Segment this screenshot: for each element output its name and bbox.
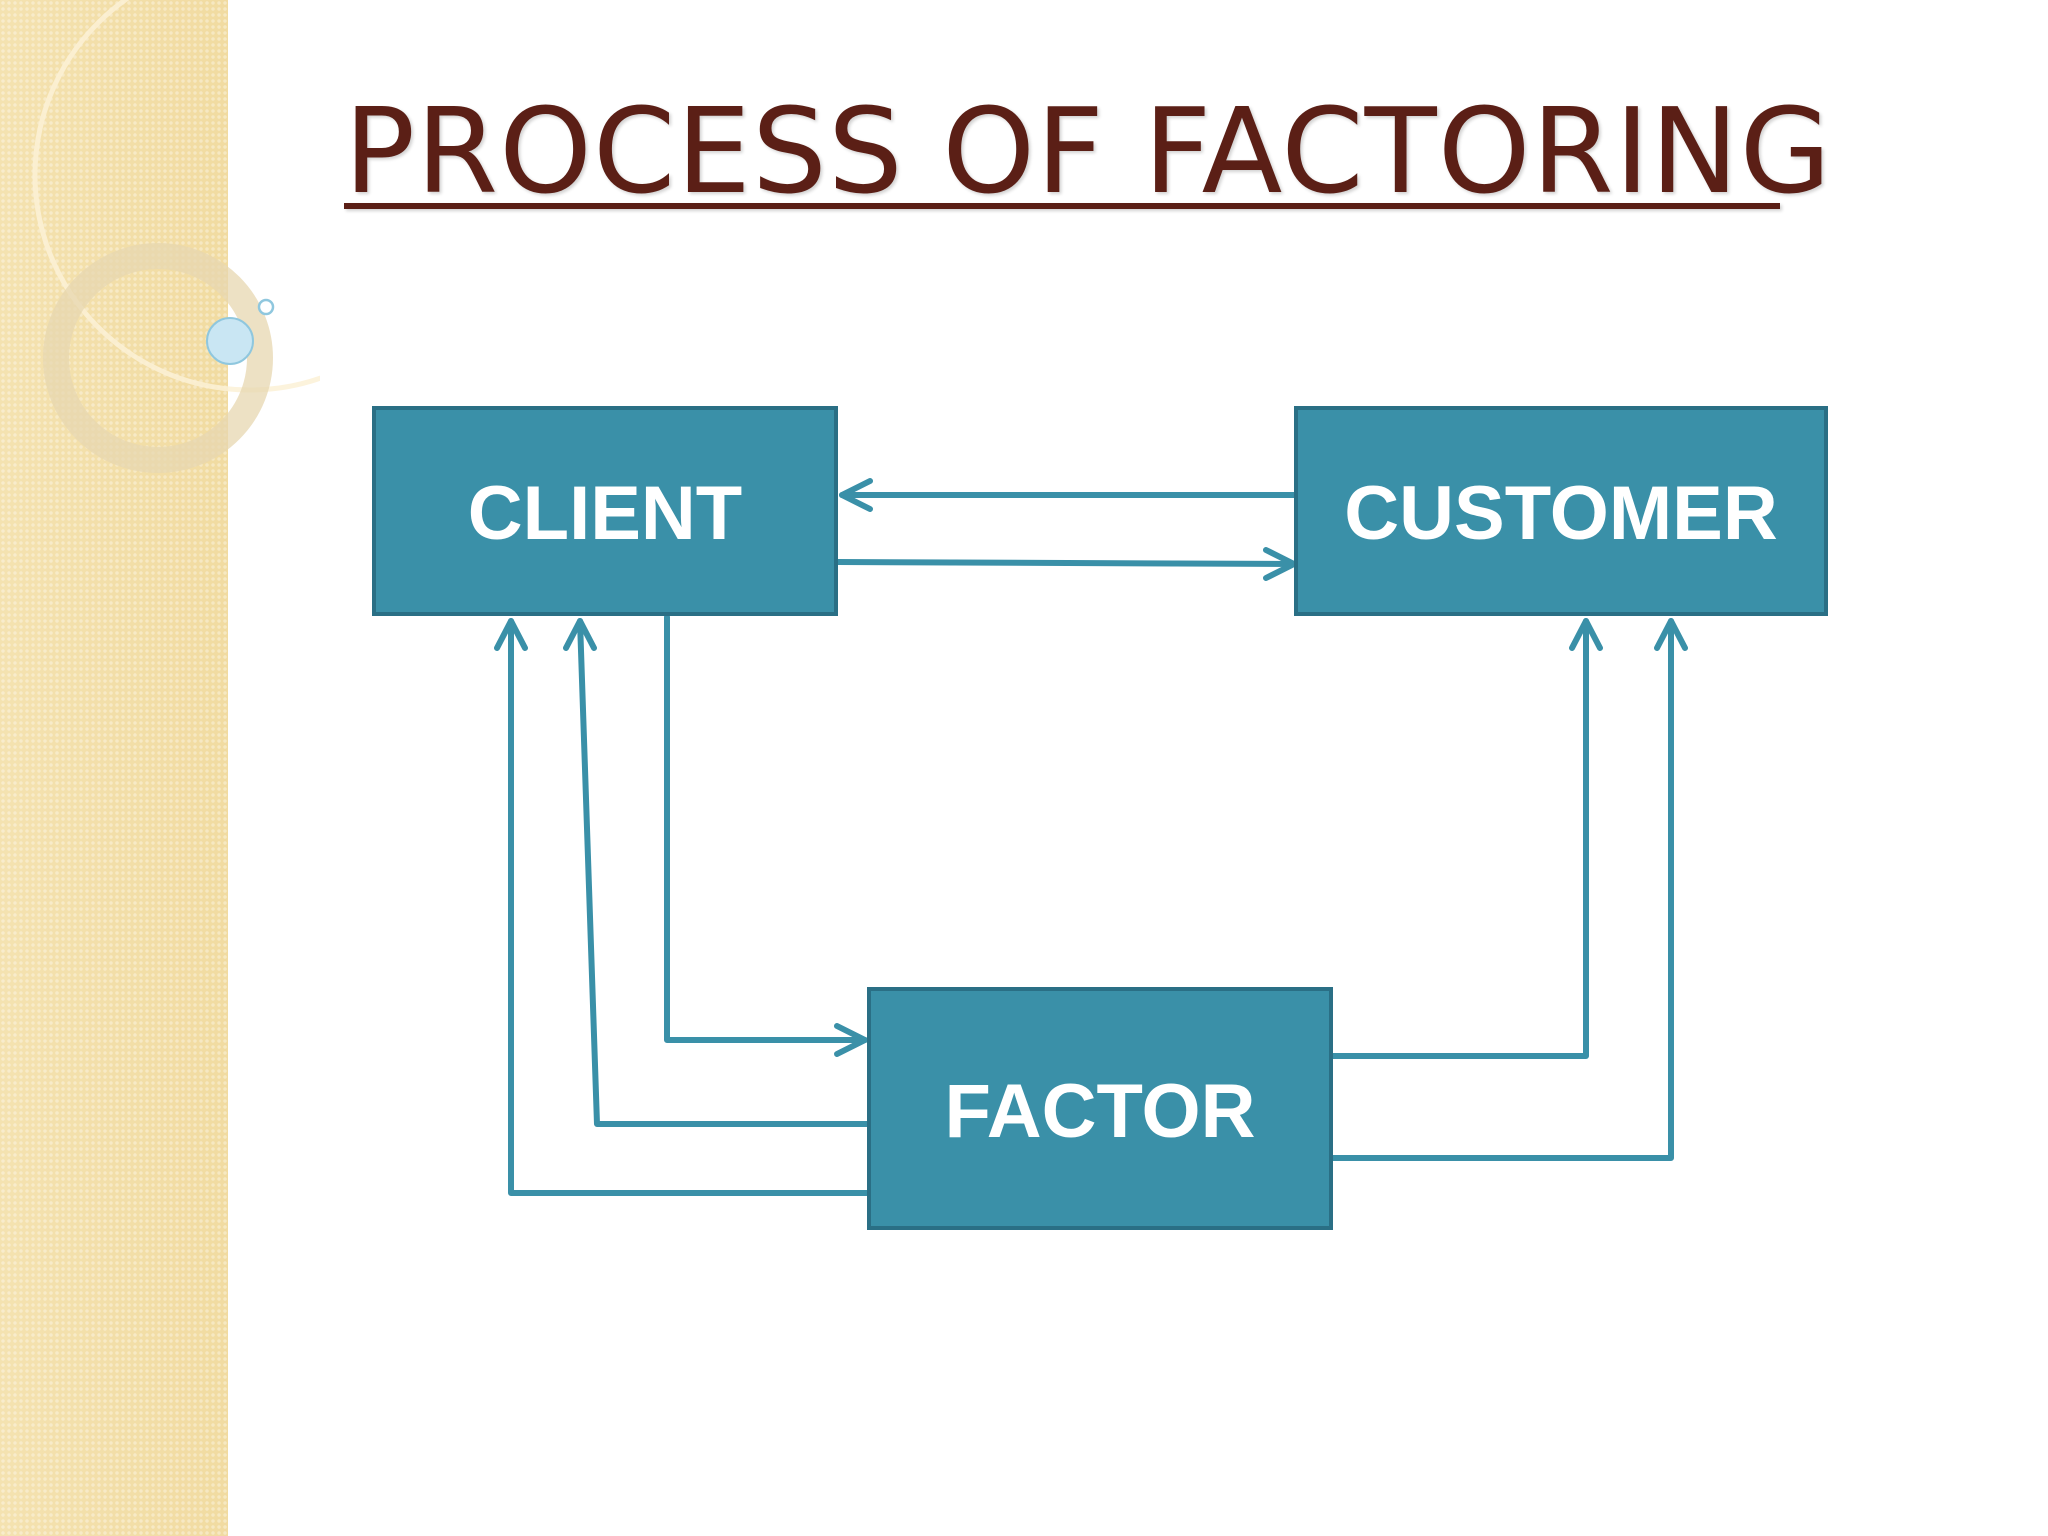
client-box — [372, 406, 838, 616]
factor-label: FACTOR — [944, 1069, 1255, 1154]
client-label: CLIENT — [468, 471, 742, 556]
arrow-factor-to-customer-outer — [1328, 618, 1674, 1161]
bubble-decoration — [206, 317, 254, 365]
diagram-arrows — [494, 478, 1688, 1196]
arrow-client-to-customer — [835, 559, 1297, 567]
arrow-client-to-factor — [664, 614, 868, 1043]
title-underline — [344, 203, 1780, 209]
customer-label: CUSTOMER — [1344, 471, 1778, 556]
arrowhead-customer-inner — [1569, 618, 1603, 651]
arrowhead-at-client — [839, 478, 873, 512]
node-customer: CUSTOMER — [1294, 406, 1828, 616]
arrow-factor-to-client-outer — [508, 618, 871, 1196]
arrowhead-customer-outer — [1654, 618, 1688, 651]
medium-ring-decoration — [43, 243, 273, 473]
arrowhead-at-factor — [834, 1023, 868, 1057]
arrowhead-client-inner — [563, 618, 597, 651]
page-title: PROCESS OF FACTORING — [344, 82, 1833, 220]
factor-box — [867, 987, 1333, 1230]
small-bubble-decoration — [257, 298, 275, 316]
arrow-factor-to-customer-inner — [1328, 618, 1589, 1059]
arrowhead-client-outer — [494, 618, 528, 651]
arrow-factor-to-client-inner — [577, 618, 871, 1127]
customer-box — [1294, 406, 1828, 616]
node-factor: FACTOR — [867, 987, 1333, 1230]
decorative-circles — [32, 0, 320, 473]
node-client: CLIENT — [372, 406, 838, 616]
